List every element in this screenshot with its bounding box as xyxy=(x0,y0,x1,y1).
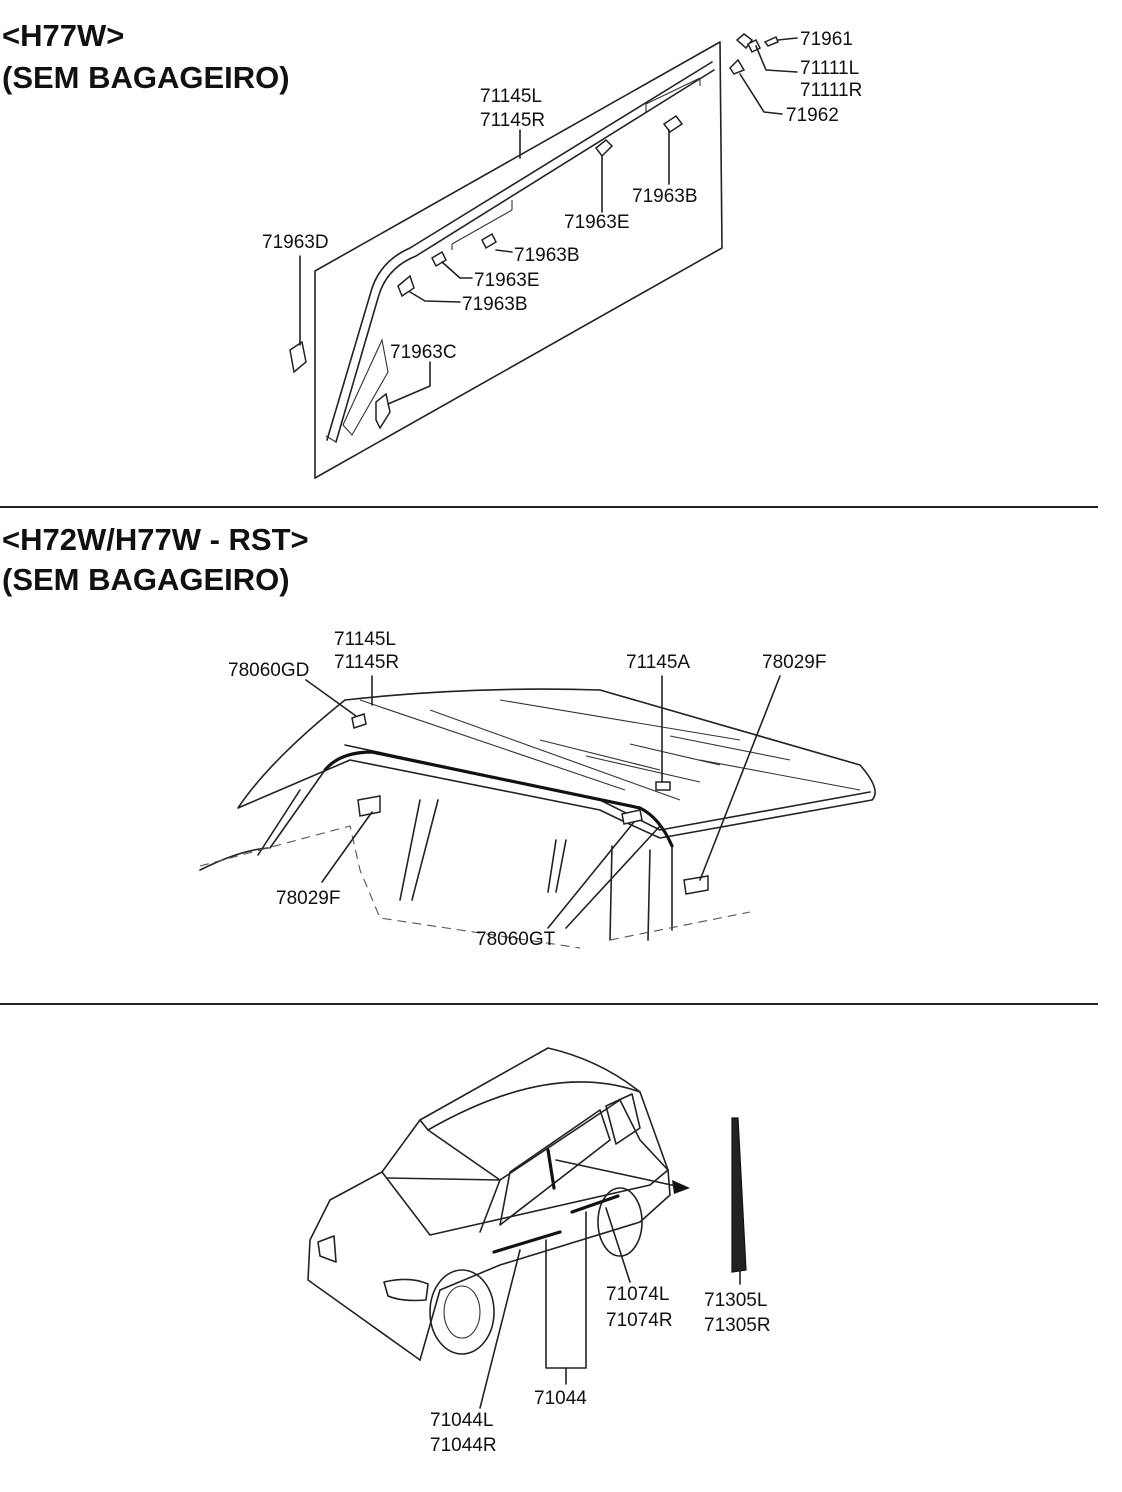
label-71074R: 71074R xyxy=(606,1310,673,1331)
fog-light-icon xyxy=(383,1278,429,1302)
clip-71963B-top-icon xyxy=(662,114,684,134)
clip-71963C-icon xyxy=(375,392,391,430)
clip-71962-icon xyxy=(729,58,746,75)
detail-arrow-icon xyxy=(672,1180,690,1194)
label-71963B-low: 71963B xyxy=(462,294,528,315)
b-pillar xyxy=(399,799,439,901)
label-71074L: 71074L xyxy=(606,1284,669,1305)
door-moulding-rear xyxy=(570,1194,620,1214)
label-71145R-rst: 71145R xyxy=(334,652,399,673)
clip-78060GD-icon xyxy=(351,713,367,729)
label-71111R: 71111R xyxy=(800,80,862,101)
label-78029F-left: 78029F xyxy=(276,888,340,909)
clip-78029F-right-icon xyxy=(683,875,709,895)
vehicle-side-window xyxy=(499,1109,611,1226)
clip-71963E-mid-icon xyxy=(431,250,447,268)
label-71961: 71961 xyxy=(800,29,853,50)
clip-71963E-top-icon xyxy=(594,138,614,158)
clip-71145A-icon xyxy=(655,781,671,791)
screw-71961-icon xyxy=(763,35,779,47)
label-71963B-mid: 71963B xyxy=(514,245,580,266)
section-divider-1 xyxy=(0,506,1098,508)
label-71963E-mid: 71963E xyxy=(474,270,540,291)
roof-panel-outline xyxy=(314,41,723,479)
label-71145L: 71145L xyxy=(480,86,542,107)
door-moulding-front xyxy=(492,1230,562,1254)
label-78060GT: 78060GT xyxy=(476,929,556,950)
label-71963B-top: 71963B xyxy=(632,186,698,207)
front-wheel xyxy=(429,1269,495,1355)
section1-drawing: 71961 71111L 71111R 71962 71145L 71145R … xyxy=(262,29,862,479)
label-78060GD: 78060GD xyxy=(228,660,309,681)
clip-78060GT-icon xyxy=(621,809,643,825)
label-71044L: 71044L xyxy=(430,1410,493,1431)
label-71044: 71044 xyxy=(534,1388,587,1409)
label-71145A: 71145A xyxy=(626,652,690,673)
section2-drawing: 71145L 71145R 78060GD 71145A 78029F 7802… xyxy=(199,629,876,950)
section-divider-2 xyxy=(0,1003,1098,1005)
headlight-icon xyxy=(317,1235,337,1263)
roof-moulding-strip xyxy=(326,61,713,441)
label-78029F-right: 78029F xyxy=(762,652,826,673)
label-71963E-top: 71963E xyxy=(564,212,630,233)
section2-title: <H72W/H77W - RST> xyxy=(2,522,309,557)
pillar-garnish-71305 xyxy=(731,1117,747,1273)
section1-subtitle: (SEM BAGAGEIRO) xyxy=(2,60,290,95)
clip-71963B-mid-icon xyxy=(481,232,497,250)
roof-moulding-rst xyxy=(323,750,674,848)
label-71962: 71962 xyxy=(786,105,839,126)
label-71145L-rst: 71145L xyxy=(334,629,396,650)
section3-drawing: 71074L 71074R 71305L 71305R 71044 71044L… xyxy=(307,1047,771,1456)
clip-71963D-icon xyxy=(289,340,307,374)
label-71111L: 71111L xyxy=(800,58,859,79)
vehicle-roof-outline xyxy=(381,1047,669,1236)
clip-71963B-low-icon xyxy=(397,274,415,298)
label-71305L: 71305L xyxy=(704,1290,767,1311)
clip-78029F-left-icon xyxy=(357,795,381,817)
label-71145R: 71145R xyxy=(480,110,545,131)
rear-wheel xyxy=(597,1187,643,1257)
label-71963C: 71963C xyxy=(390,342,457,363)
section1-title: <H77W> xyxy=(2,18,125,53)
section2-subtitle: (SEM BAGAGEIRO) xyxy=(2,562,290,597)
roof-outline xyxy=(237,688,876,839)
label-71963D: 71963D xyxy=(262,232,329,253)
vehicle-front xyxy=(307,1171,421,1361)
pillar-trim xyxy=(342,338,389,436)
label-71305R: 71305R xyxy=(704,1315,771,1336)
front-pillar xyxy=(257,769,326,856)
label-71044R: 71044R xyxy=(430,1435,497,1456)
